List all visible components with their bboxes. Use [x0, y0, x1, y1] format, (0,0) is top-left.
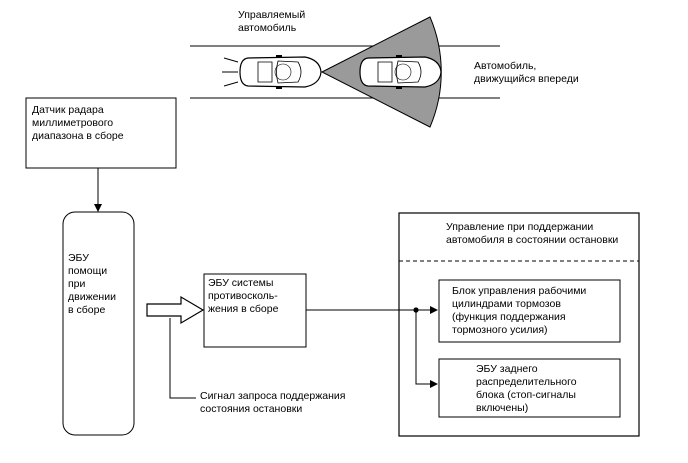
rear-ecu-box — [438, 358, 621, 418]
drive-assist-ecu-label-line: при — [68, 278, 86, 290]
rear-ecu-label-line: включены) — [476, 402, 528, 414]
rear-ecu-label-line: ЭБУ заднего — [476, 363, 538, 375]
drive-assist-ecu-box — [62, 211, 135, 436]
drive-assist-ecu-label: ЭБУ помощи при движении в сборе — [68, 252, 119, 316]
vehicle-ahead-icon — [359, 55, 442, 89]
vehicle-ahead-label: Автомобиль, движущийся впереди — [474, 60, 579, 85]
brake-actuator-label-line: Блок управления рабочими — [452, 285, 586, 297]
radar-sensor-label-line: Датчик радара — [32, 104, 104, 116]
road-scene: Управляемый автомобиль Автомобиль, движу… — [190, 9, 579, 128]
rear-ecu-label: ЭБУ заднего распределительного блока (ст… — [476, 363, 579, 414]
brake-actuator-label-line: тормозного усилия) — [452, 324, 548, 336]
signal-label-pointer — [169, 318, 196, 399]
drive-assist-ecu-label-line: движении — [68, 291, 116, 303]
brake-actuator-label-line: цилиндрами тормозов — [452, 298, 561, 310]
hold-control-label-line: Управление при поддержании — [446, 221, 593, 233]
own-vehicle-label-line: автомобиль — [238, 22, 297, 34]
radar-sensor-label: Датчик радара миллиметрового диапазона в… — [32, 104, 124, 142]
signal-label-line: состояния остановки — [200, 403, 302, 415]
hold-request-arrow — [146, 295, 205, 325]
radar-sensor-box — [25, 97, 177, 169]
own-vehicle-label: Управляемый автомобиль — [238, 9, 308, 34]
vehicle-ahead-label-line: Автомобиль, — [474, 60, 536, 72]
brake-actuator-box — [438, 279, 621, 343]
own-vehicle-icon — [222, 55, 322, 89]
drive-assist-ecu-label-line: помощи — [68, 265, 107, 277]
drive-assist-ecu-label-line: в сборе — [68, 304, 105, 316]
pcs-ecu-label: ЭБУ системы противосколь- жения в сборе — [208, 277, 281, 315]
pcs-ecu-label-line: ЭБУ системы — [208, 277, 273, 289]
hold-control-label-line: автомобиля в состоянии остановки — [446, 234, 618, 246]
radar-sensor-label-line: диапазона в сборе — [32, 130, 124, 142]
pcs-ecu-box — [203, 273, 307, 348]
signal-label: Сигнал запроса поддержания состояния ост… — [200, 390, 348, 415]
signal-label-line: Сигнал запроса поддержания — [200, 390, 345, 402]
own-vehicle-label-line: Управляемый — [238, 9, 305, 21]
rear-ecu-label-line: блока (стоп-сигналы — [476, 389, 576, 401]
vehicle-ahead-label-line: движущийся впереди — [474, 73, 579, 85]
rear-ecu-label-line: распределительного — [476, 376, 577, 388]
pcs-ecu-label-line: жения в сборе — [208, 303, 279, 315]
pcs-ecu-label-line: противосколь- — [208, 290, 278, 302]
drive-assist-ecu-label-line: ЭБУ — [68, 252, 89, 264]
radar-sensor-label-line: миллиметрового — [32, 117, 113, 129]
brake-actuator-label-line: (функция поддержания — [452, 311, 566, 323]
hold-control-label: Управление при поддержании автомобиля в … — [446, 221, 618, 246]
to-rear-ecu-arrow-inner — [415, 310, 438, 388]
brake-actuator-label: Блок управления рабочими цилиндрами торм… — [452, 285, 589, 336]
